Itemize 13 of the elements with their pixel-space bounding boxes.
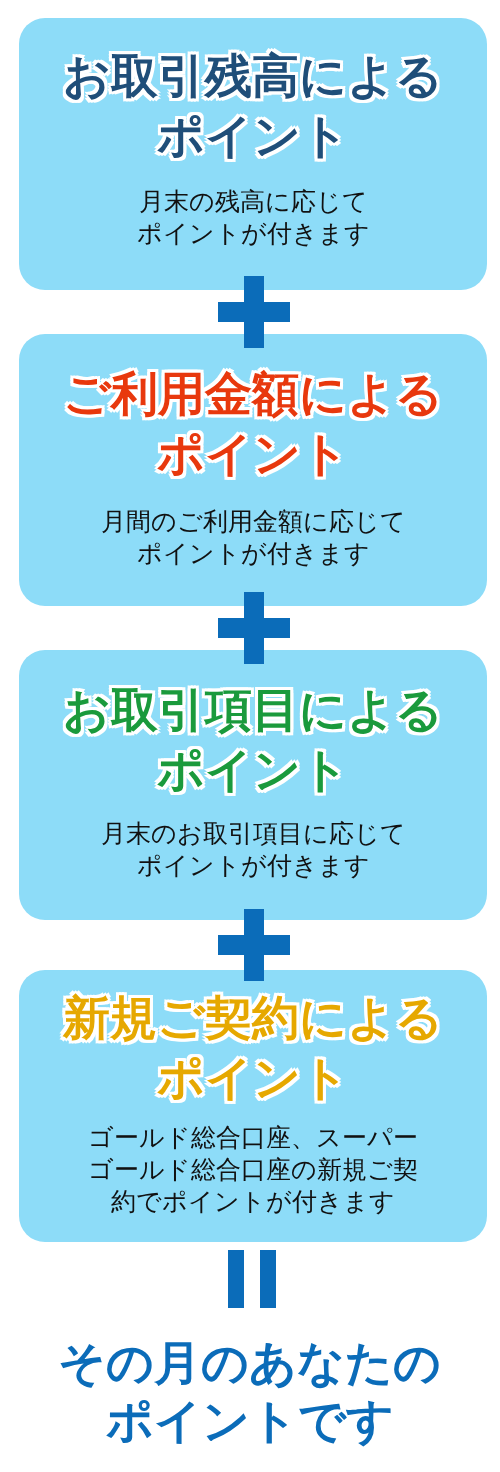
card-description: 月間のご利用金額に応じてポイントが付きます [99,506,407,570]
card-description: ゴールド総合口座、スーパーゴールド総合口座の新規ご契約でポイントが付きます [87,1122,419,1218]
card-title: お取引項目によるポイント [62,681,444,799]
result-text: その月のあなたのポイントです [57,1334,443,1450]
card-description: 月末の残高に応じてポイントが付きます [135,186,371,250]
card-title: ご利用金額によるポイント [62,365,444,483]
card-title: 新規ご契約によるポイント [62,989,444,1107]
card-box [19,334,487,606]
card-title: お取引残高によるポイント [62,47,444,165]
card-box [19,650,487,920]
card-box [19,18,487,290]
card-box [19,970,487,1242]
card-description: 月末のお取引項目に応じてポイントが付きます [99,818,407,882]
